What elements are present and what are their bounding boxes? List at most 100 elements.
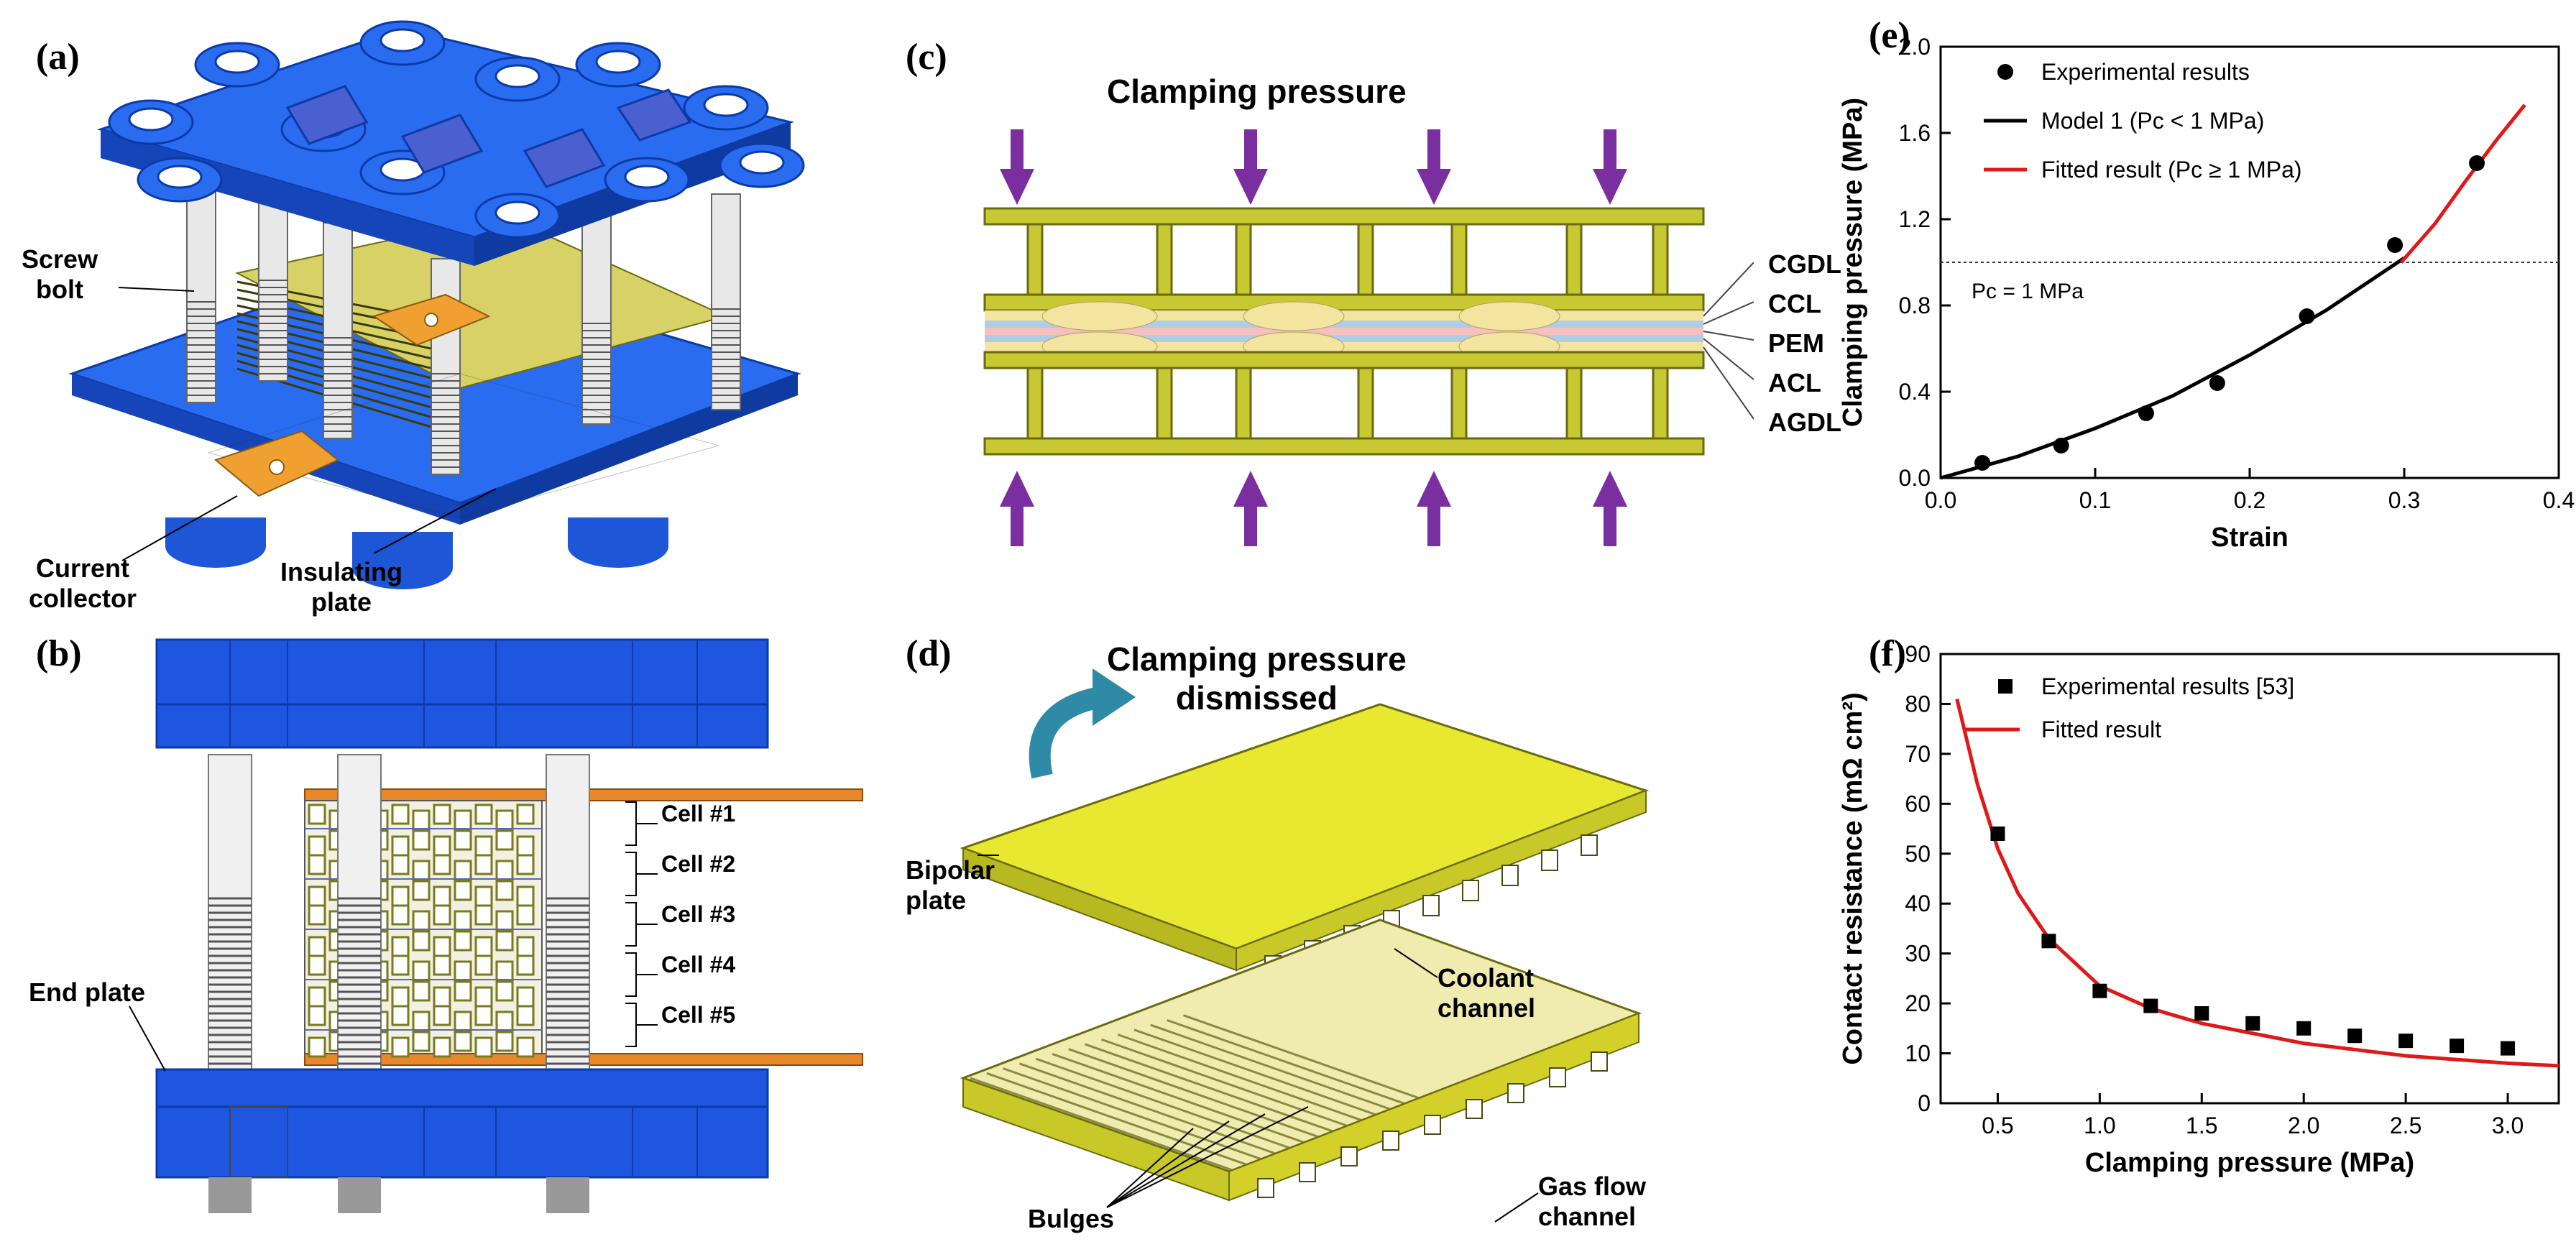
panel-d: (d) Clamping pressure dismissed Bipolar … (891, 618, 1768, 1252)
experimental-point (2299, 308, 2315, 324)
bipolar-plate-top (960, 703, 1650, 950)
y-axis-label: Contact resistance (mΩ cm²) (1838, 692, 1868, 1064)
channel-cell (454, 980, 472, 1002)
down-arrow-head-icon (1593, 169, 1627, 205)
bulge-line (1085, 1043, 1352, 1139)
leader-line (118, 287, 195, 292)
channel-cell (474, 936, 493, 957)
coolant-channel (1581, 834, 1598, 856)
bolt-tip (546, 1177, 589, 1213)
channel-cell (308, 835, 326, 857)
gas-channel (1299, 1162, 1316, 1182)
threshold-annotation: Pc = 1 MPa (1972, 280, 2084, 303)
experimental-point (1974, 455, 1991, 471)
bolt-tip (338, 1177, 381, 1213)
channel-cell (516, 804, 535, 825)
channel-cell (516, 1036, 535, 1058)
gas-flow-channels (1257, 1051, 1608, 1198)
foot (165, 517, 266, 546)
gas-channel (1466, 1099, 1483, 1119)
panel-label: (e) (1869, 15, 1910, 56)
legend-entry: Model 1 (Pc < 1 MPa) (2041, 108, 2264, 134)
channel-cell (516, 1005, 535, 1026)
down-arrow-head-icon (1000, 169, 1034, 205)
leader-line (373, 488, 497, 554)
experimental-point (2053, 438, 2069, 454)
clamping-diagram (983, 129, 1754, 546)
channel-cell (474, 1005, 493, 1026)
y-axis-label: Clamping pressure (MPa) (1838, 98, 1868, 427)
cell-label-4: Cell #4 (661, 952, 736, 977)
channel-cell (433, 936, 451, 957)
channel-cell (412, 1031, 431, 1052)
channel-cell (495, 1011, 514, 1032)
channel-cell (495, 960, 514, 982)
up-arrow-head-icon (1000, 471, 1034, 507)
bulges-label: Bulges (1028, 1204, 1115, 1233)
x-tick-label: 0.2 (2234, 487, 2266, 513)
bolt-hole (380, 28, 426, 52)
layer-label-agdl: AGDL (1768, 408, 1841, 437)
experimental-point (2469, 155, 2485, 171)
down-arrow-icon (1011, 129, 1024, 172)
acl-layer (985, 335, 1703, 342)
channel-cell (454, 809, 472, 831)
cell-label-2: Cell #2 (661, 851, 736, 877)
y-tick-label: 0.4 (1899, 379, 1931, 405)
channel-cell (412, 910, 431, 931)
channel-cell (433, 1036, 451, 1058)
bolt-hole (494, 201, 540, 225)
experimental-point (2296, 1021, 2312, 1036)
cell-brace (625, 801, 658, 846)
down-arrow-icon (1427, 129, 1440, 172)
screw-bolts (208, 754, 590, 1080)
bulge-line (1167, 1018, 1434, 1115)
channel-cell (412, 860, 431, 881)
clamping-pressure-title: Clamping pressure (1107, 73, 1407, 110)
channel-cell (433, 954, 451, 976)
channel-cell (516, 885, 535, 907)
channel-cell (454, 880, 472, 901)
screw-bolt-label: Screw bolt (22, 244, 98, 304)
experimental-point (2398, 1034, 2414, 1049)
coolant-channel (1541, 850, 1558, 871)
cell-brace (625, 1003, 658, 1047)
pressure-arrows (1000, 129, 1627, 546)
gas-channel (1382, 1131, 1399, 1151)
top-end-plate (155, 638, 769, 749)
channel-cell (495, 980, 514, 1002)
channel-cell (308, 854, 326, 875)
y-tick-label: 70 (1905, 741, 1931, 767)
y-tick-label: 90 (1905, 641, 1931, 667)
channel-cell (412, 980, 431, 1002)
experimental-point (2041, 934, 2056, 949)
up-arrow-icon (1427, 503, 1440, 546)
y-tick-label: 60 (1905, 791, 1931, 816)
layer-label-acl: ACL (1768, 368, 1821, 397)
down-arrow-head-icon (1233, 169, 1268, 205)
experimental-point (1990, 827, 2005, 841)
up-arrow-icon (1604, 503, 1616, 546)
panel-label: (d) (906, 633, 952, 674)
screw-bolt (323, 222, 353, 439)
y-tick-label: 0.0 (1899, 465, 1931, 491)
channel-cell (495, 930, 514, 952)
channel-cell (495, 860, 514, 881)
y-tick-label: 30 (1905, 941, 1931, 967)
dismissed-title: Clamping pressure dismissed (1107, 640, 1407, 717)
screw-bolt (581, 208, 612, 425)
gas-channel (1424, 1115, 1441, 1135)
bulge-line (1150, 1023, 1417, 1120)
y-tick-label: 10 (1905, 1041, 1931, 1067)
x-tick-label: 2.5 (2390, 1113, 2421, 1138)
curved-arrow-head-icon (1092, 668, 1136, 726)
channel-cell (474, 835, 493, 857)
x-tick-label: 3.0 (2492, 1113, 2524, 1138)
bolt-hole (494, 64, 540, 88)
bolt-tip (208, 1177, 252, 1213)
channel-cell (516, 904, 535, 926)
coolant-channel-label: Coolant channel (1438, 963, 1536, 1023)
layer-label-pem: PEM (1768, 328, 1825, 358)
y-tick-label: 50 (1905, 841, 1931, 867)
